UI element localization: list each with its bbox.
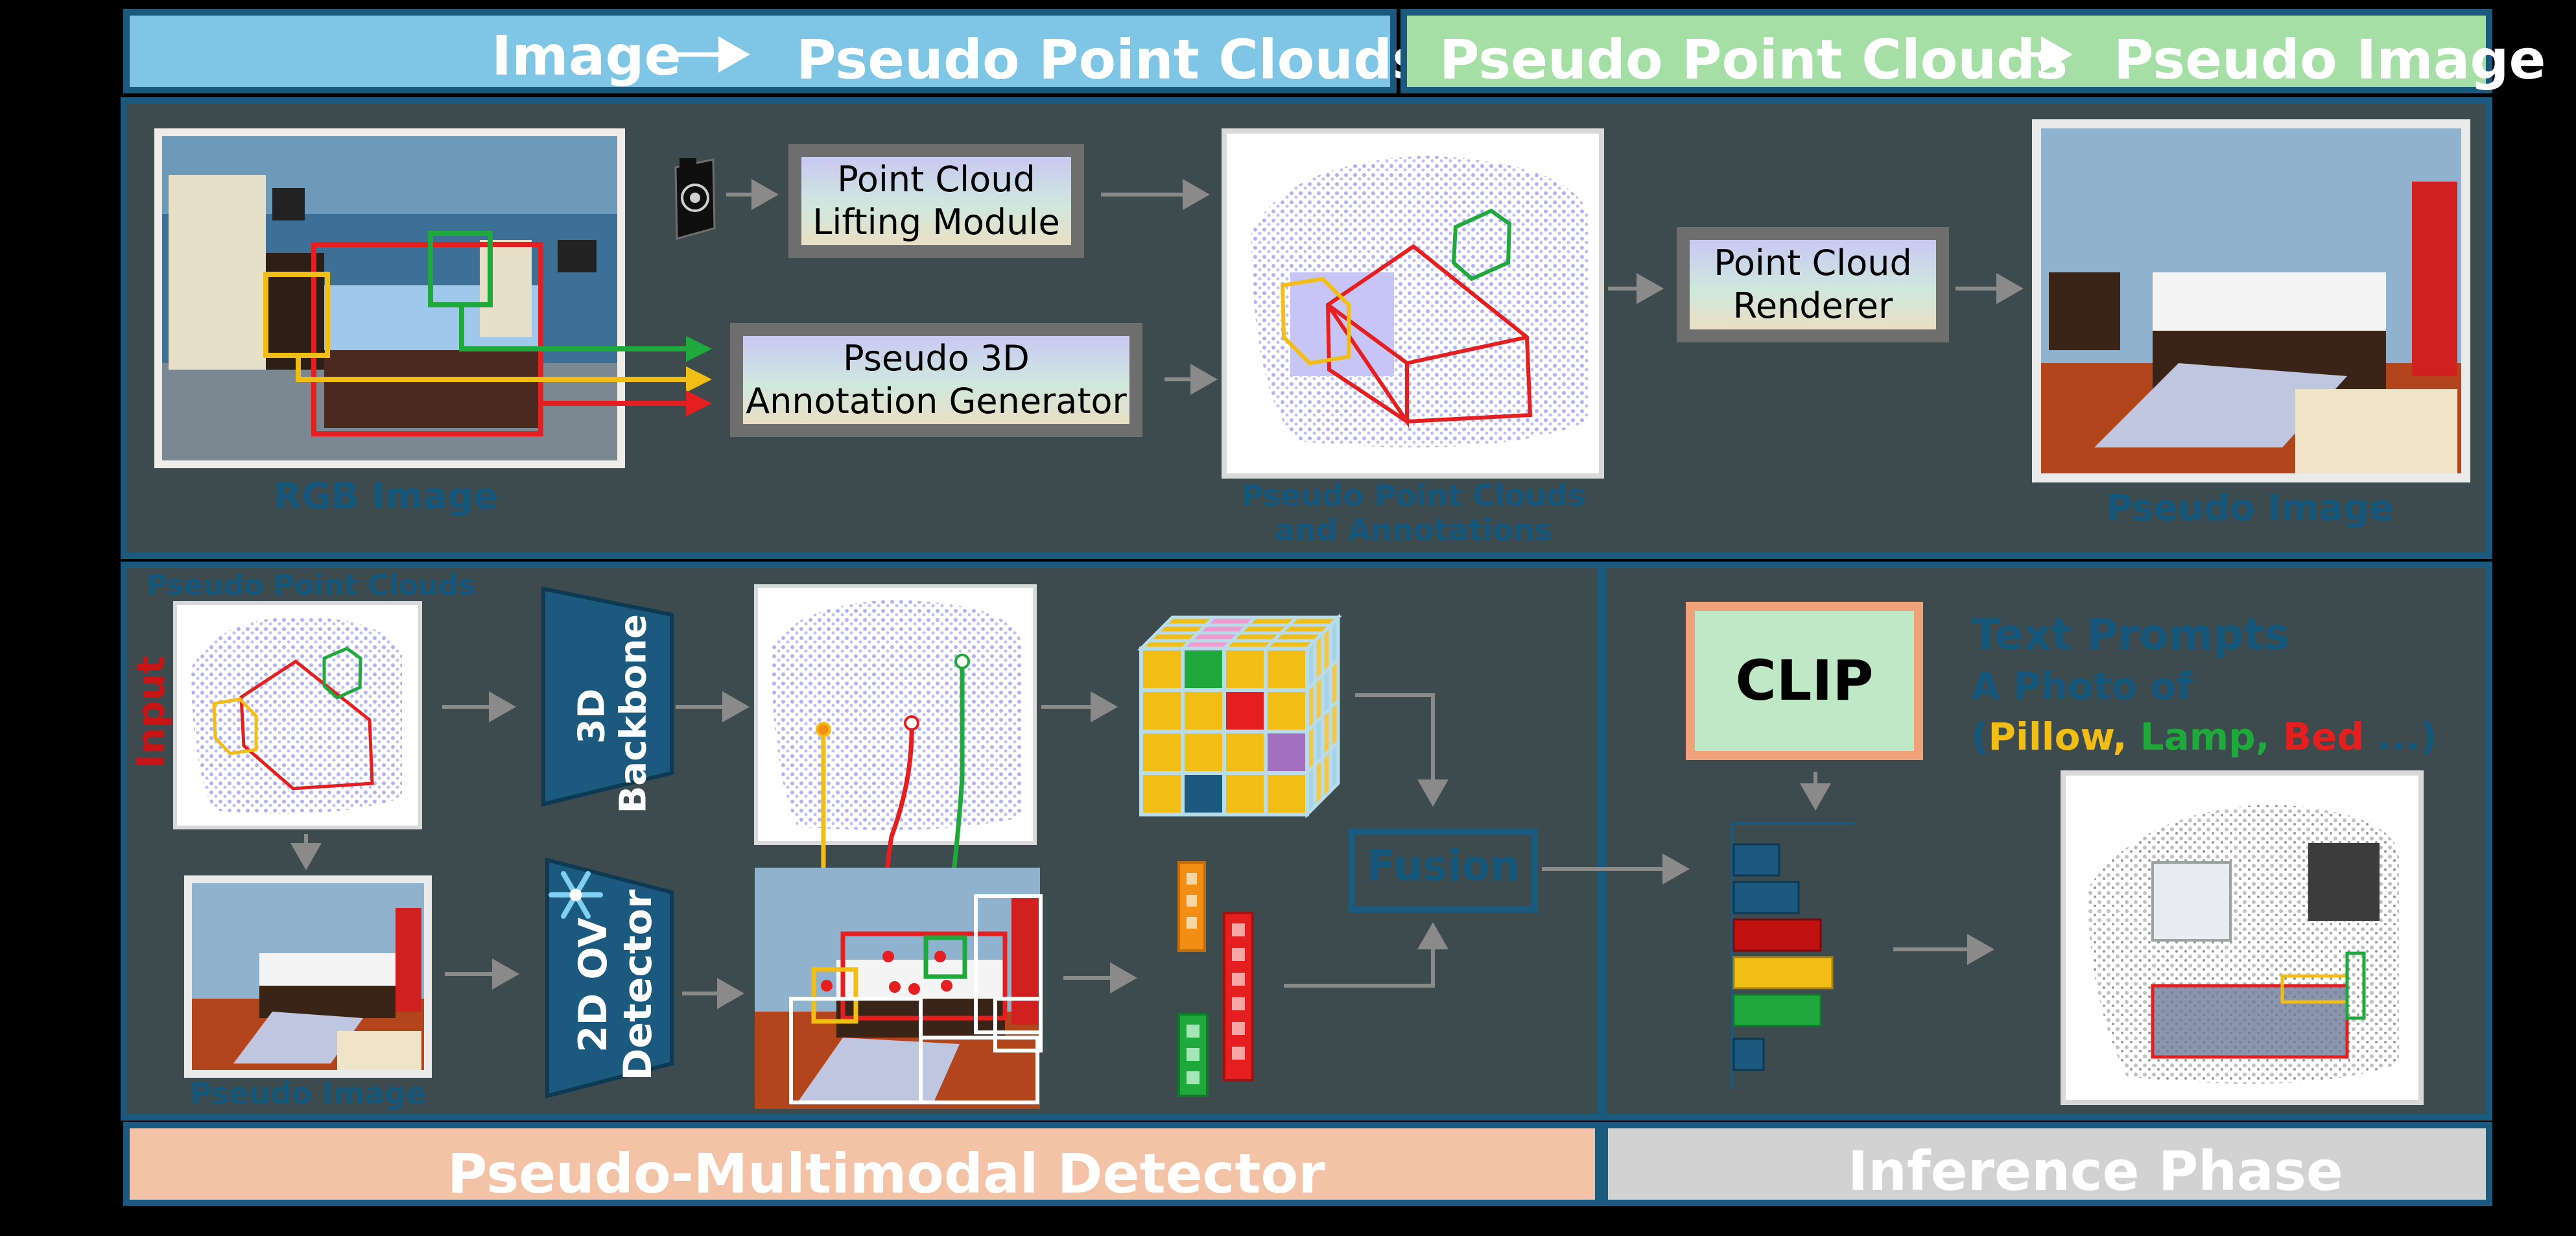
voxel-front-cell xyxy=(1139,688,1185,733)
banner-image-to-pointcloud: Image Pseudo Point Clouds xyxy=(123,9,1424,93)
input-point-cloud xyxy=(173,601,422,829)
detector-label: 2D OV Detector xyxy=(571,868,661,1102)
detection-image xyxy=(755,868,1043,1109)
pseudo-image-caption-top: Pseudo Image xyxy=(2105,487,2394,529)
snowflake-core xyxy=(569,888,582,901)
lifting-label-line2: Lifting Module xyxy=(812,202,1060,243)
arrow-voxel-to-fusion xyxy=(1355,693,1448,807)
fusion-label: Fusion xyxy=(1367,842,1520,890)
annot-label-line2: Annotation Generator xyxy=(746,381,1127,422)
backbone-label-line2: Backbone xyxy=(613,614,655,814)
banner-pointcloud-to-image: Pseudo Point Clouds Pseudo Image xyxy=(1400,9,2546,93)
pseudo-pc-caption-line2: and Annotations xyxy=(1275,512,1552,547)
pseudo-point-cloud-top xyxy=(1222,128,1604,479)
voxel-feature-cube xyxy=(1137,613,1343,819)
voxel-front-cell xyxy=(1181,647,1226,692)
voxel-front-cell xyxy=(1181,771,1226,816)
pseudo-image-small xyxy=(184,875,432,1078)
backbone-3d xyxy=(541,586,674,807)
banner-label-pseudo-point-clouds-2: Pseudo Point Clouds xyxy=(1439,28,2068,91)
yellow-annot-line xyxy=(296,355,712,392)
voxel-front-cell xyxy=(1139,771,1185,816)
banner-label-image: Image xyxy=(491,24,681,88)
class-lamp: Lamp, xyxy=(2140,715,2270,759)
voxel-front-cell xyxy=(1264,771,1309,816)
voxel-front-cell xyxy=(1222,730,1268,775)
prompt-open-paren: ( xyxy=(1971,715,1989,759)
clip-label: CLIP xyxy=(1735,648,1874,713)
voxel-front-cell xyxy=(1139,647,1185,692)
backbone-label: 3D Backbone xyxy=(571,614,656,814)
point-features-image xyxy=(754,584,1037,845)
pseudo-pc-caption: Pseudo Point Clouds and Annotations xyxy=(1219,479,1608,547)
voxel-front-cell xyxy=(1264,647,1309,692)
voxel-front-cell xyxy=(1139,730,1185,775)
detector-2d-ov xyxy=(545,857,674,1099)
voxel-front-cell xyxy=(1181,730,1226,775)
feature-vectors xyxy=(1177,861,1254,1097)
text-prompts-line: A Photo of xyxy=(1971,664,2193,708)
class-score-bars xyxy=(1731,822,1854,1089)
banner-pseudo-multimodal-detector: Pseudo-Multimodal Detector xyxy=(123,1122,1601,1206)
voxel-front-cell xyxy=(1222,771,1268,816)
clip-box: CLIP xyxy=(1686,602,1923,760)
arrow-features-to-fusion xyxy=(1284,922,1448,988)
banner-inference-phase: Inference Phase xyxy=(1601,1122,2492,1206)
voxel-front-cell xyxy=(1264,730,1309,775)
text-prompts-classes: (Pillow, Lamp, Bed ...) xyxy=(1971,715,2437,759)
text-prompts-title: Text Prompts xyxy=(1971,610,2290,660)
class-bed: Bed xyxy=(2282,715,2364,759)
class-pillow: Pillow, xyxy=(1988,715,2127,759)
detector-label-line1: 2D OV xyxy=(571,917,616,1053)
prompt-close-paren: ...) xyxy=(2377,715,2437,759)
banner-label-inference: Inference Phase xyxy=(1848,1139,2343,1203)
annot-label-line1: Pseudo 3D xyxy=(843,338,1030,379)
renderer-label-line1: Point Cloud xyxy=(1714,243,1912,284)
snowflake-icon xyxy=(549,871,603,919)
inference-result-pointcloud xyxy=(2061,770,2424,1105)
pseudo-image-caption-small: Pseudo Image xyxy=(189,1076,427,1111)
green-annot-line xyxy=(459,305,712,362)
banner-label-pseudo-point-clouds: Pseudo Point Clouds xyxy=(796,28,1425,91)
renderer-label-line2: Renderer xyxy=(1732,285,1893,326)
camera-icon xyxy=(674,158,716,240)
lifting-label-line1: Point Cloud xyxy=(837,159,1035,200)
banner-label-pseudo-image: Pseudo Image xyxy=(2114,28,2546,91)
rgb-image xyxy=(154,128,625,468)
pseudo-pc-caption-line1: Pseudo Point Clouds xyxy=(1241,478,1586,513)
banner-label-detector: Pseudo-Multimodal Detector xyxy=(447,1142,1325,1206)
voxel-front-cell xyxy=(1264,688,1309,733)
input-pc-caption: Pseudo Point Clouds xyxy=(147,569,476,602)
voxel-front-cell xyxy=(1222,647,1268,692)
voxel-side-cell xyxy=(1329,737,1340,796)
voxel-front-cell xyxy=(1181,688,1226,733)
detector-label-line2: Detector xyxy=(615,889,661,1081)
backbone-label-line1: 3D xyxy=(571,688,613,744)
input-label: Input xyxy=(128,656,173,768)
rgb-image-caption: RGB Image xyxy=(273,475,499,517)
pseudo-image-top xyxy=(2032,119,2470,482)
voxel-front-cell xyxy=(1222,688,1268,733)
fusion-box xyxy=(1349,828,1538,912)
